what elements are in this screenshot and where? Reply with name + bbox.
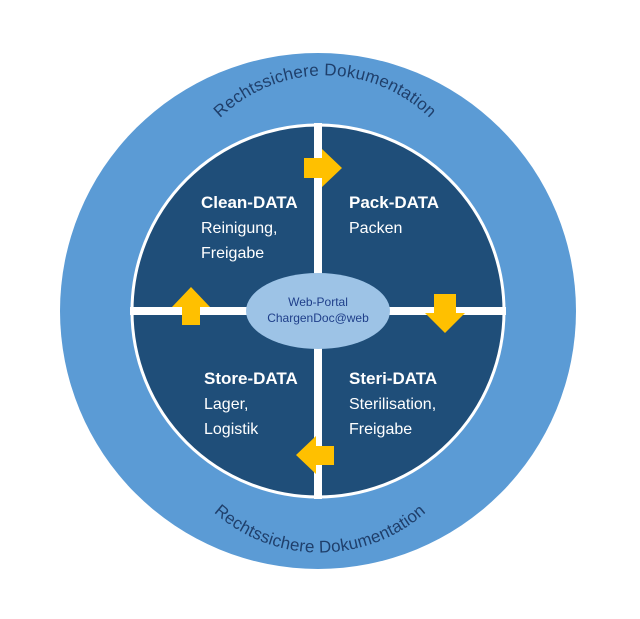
quadrant-line: Freigabe bbox=[349, 421, 412, 438]
arrow-down-icon bbox=[425, 294, 465, 333]
quadrant-pack-data: Pack-DATA Packen bbox=[349, 193, 439, 237]
center-label-line1: Web-Portal bbox=[288, 295, 348, 309]
quadrant-line: Freigabe bbox=[201, 245, 264, 262]
center-ellipse bbox=[246, 273, 390, 349]
quadrant-steri-data: Steri-DATA Sterilisation, Freigabe bbox=[349, 369, 437, 438]
arrow-left-icon bbox=[296, 436, 334, 474]
quadrant-clean-data: Clean-DATA Reinigung, Freigabe bbox=[201, 193, 298, 262]
quadrant-title: Pack-DATA bbox=[349, 193, 439, 212]
quadrant-line: Lager, bbox=[204, 396, 248, 413]
quadrant-line: Sterilisation, bbox=[349, 396, 436, 413]
arrow-up-icon bbox=[172, 287, 210, 325]
quadrant-title: Steri-DATA bbox=[349, 369, 437, 388]
center-label-line2: ChargenDoc@web bbox=[267, 311, 369, 325]
quadrant-line: Reinigung, bbox=[201, 220, 278, 237]
quadrant-store-data: Store-DATA Lager, Logistik bbox=[204, 369, 298, 438]
quadrant-title: Store-DATA bbox=[204, 369, 298, 388]
quadrant-title: Clean-DATA bbox=[201, 193, 298, 212]
arrow-right-icon bbox=[304, 149, 342, 187]
quadrant-line: Logistik bbox=[204, 421, 259, 438]
quadrant-line: Packen bbox=[349, 220, 402, 237]
